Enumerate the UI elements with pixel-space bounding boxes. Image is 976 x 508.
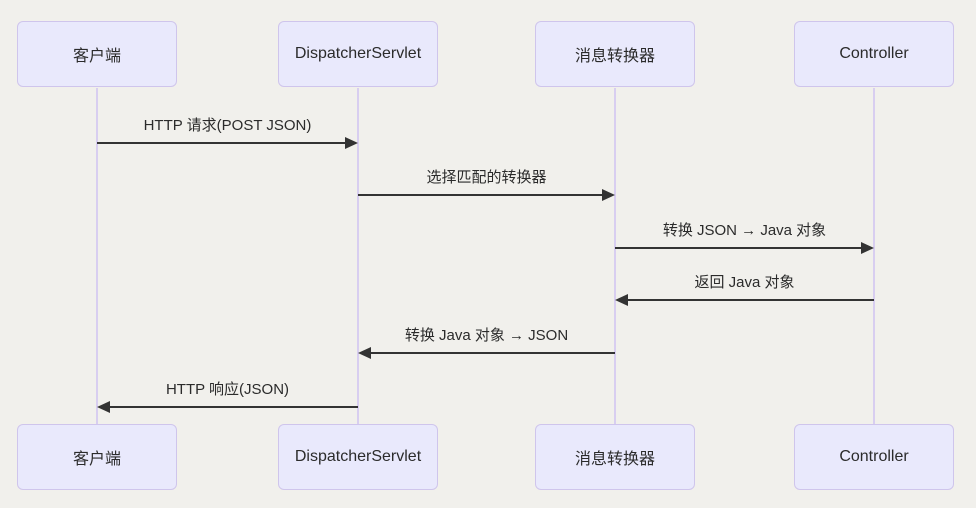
lifeline-client <box>96 88 98 424</box>
actor-top-message-converter: 消息转换器 <box>535 21 695 87</box>
actor-top-dispatcher-servlet: DispatcherServlet <box>278 21 438 87</box>
message-line <box>106 406 358 408</box>
message-http-response: HTTP 响应(JSON) <box>97 380 358 413</box>
actor-top-client: 客户端 <box>17 21 177 87</box>
arrowhead-left-icon <box>615 294 628 306</box>
actor-bottom-client: 客户端 <box>17 424 177 490</box>
arrowhead-left-icon <box>97 401 110 413</box>
actor-bottom-message-converter: 消息转换器 <box>535 424 695 490</box>
actor-bottom-controller: Controller <box>794 424 954 490</box>
arrowhead-left-icon <box>358 347 371 359</box>
message-label: 转换 JSON → Java 对象 <box>662 222 827 239</box>
arrowhead-right-icon <box>345 137 358 149</box>
message-line <box>358 194 606 196</box>
arrowhead-right-icon <box>861 242 874 254</box>
message-label: 转换 Java 对象 → JSON <box>404 327 569 344</box>
message-label: HTTP 请求(POST JSON) <box>143 117 312 134</box>
lifeline-message-converter <box>614 88 616 424</box>
message-line <box>367 352 615 354</box>
message-return-java-object: 返回 Java 对象 <box>615 273 874 306</box>
actor-top-controller: Controller <box>794 21 954 87</box>
message-convert-java-to-json: 转换 Java 对象 → JSON <box>358 326 615 359</box>
actor-bottom-dispatcher-servlet: DispatcherServlet <box>278 424 438 490</box>
message-label: 返回 Java 对象 <box>694 274 795 291</box>
message-line <box>615 247 865 249</box>
message-line <box>97 142 349 144</box>
message-label: 选择匹配的转换器 <box>426 169 547 186</box>
message-convert-json-to-java: 转换 JSON → Java 对象 <box>615 221 874 254</box>
arrowhead-right-icon <box>602 189 615 201</box>
lifeline-controller <box>873 88 875 424</box>
message-http-request: HTTP 请求(POST JSON) <box>97 116 358 149</box>
message-line <box>624 299 874 301</box>
message-label: HTTP 响应(JSON) <box>165 381 290 398</box>
message-select-converter: 选择匹配的转换器 <box>358 168 615 201</box>
lifeline-dispatcher-servlet <box>357 88 359 424</box>
